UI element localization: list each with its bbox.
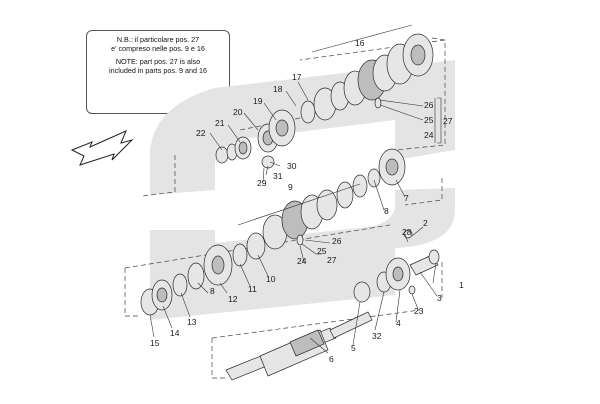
label-17: 17 bbox=[292, 72, 302, 82]
note-english-line-2: included in parts pos. 9 and 16 bbox=[109, 65, 207, 75]
label-19: 19 bbox=[253, 96, 263, 106]
lower-gear-assembly bbox=[140, 244, 233, 316]
label-28: 28 bbox=[402, 227, 412, 237]
label-9: 9 bbox=[288, 182, 293, 192]
label-8-middle: 8 bbox=[384, 206, 389, 216]
label-3: 3 bbox=[437, 293, 442, 303]
label-30: 30 bbox=[287, 161, 297, 171]
label-12: 12 bbox=[228, 294, 238, 304]
label-25-upper: 25 bbox=[424, 115, 434, 125]
leader-lines bbox=[149, 24, 442, 354]
main-shaft bbox=[225, 249, 440, 381]
upper-gear-assembly bbox=[215, 33, 434, 169]
alignment-lines bbox=[124, 37, 446, 379]
note-english-line-1: NOTE: part pos. 27 is also bbox=[115, 57, 201, 67]
label-26-middle: 26 bbox=[332, 236, 342, 246]
label-13: 13 bbox=[187, 317, 197, 327]
label-27-upper: 27 bbox=[443, 116, 453, 126]
note-italian-line-2: e' compreso nelle pos. 9 e 16 bbox=[111, 43, 205, 53]
part-labels: 16 17 18 19 20 21 22 26 25 24 27 30 31 2… bbox=[150, 38, 464, 364]
label-21: 21 bbox=[215, 118, 225, 128]
middle-gear-assembly bbox=[232, 148, 413, 267]
label-14: 14 bbox=[170, 328, 180, 338]
label-11: 11 bbox=[248, 284, 257, 294]
label-23: 23 bbox=[414, 306, 424, 316]
label-10: 10 bbox=[266, 274, 276, 284]
label-24-upper: 24 bbox=[424, 130, 434, 140]
label-15: 15 bbox=[150, 338, 160, 348]
label-31: 31 bbox=[273, 171, 283, 181]
label-25-middle: 25 bbox=[317, 246, 327, 256]
label-7: 7 bbox=[404, 193, 409, 203]
label-24-middle: 24 bbox=[297, 256, 307, 266]
direction-arrow bbox=[70, 130, 134, 166]
label-20: 20 bbox=[233, 107, 243, 117]
note-box: N.B.: il particolare pos. 27 e' compreso… bbox=[86, 30, 230, 114]
label-22: 22 bbox=[196, 128, 206, 138]
label-32: 32 bbox=[372, 331, 382, 341]
label-26-upper: 26 bbox=[424, 100, 434, 110]
label-18: 18 bbox=[273, 84, 283, 94]
label-4: 4 bbox=[396, 318, 401, 328]
label-8-lower: 8 bbox=[210, 286, 215, 296]
label-2: 2 bbox=[423, 218, 428, 228]
label-29: 29 bbox=[257, 178, 267, 188]
label-27-middle: 27 bbox=[327, 255, 337, 265]
label-1: 1 bbox=[459, 280, 464, 290]
label-6: 6 bbox=[329, 354, 334, 364]
label-16: 16 bbox=[355, 38, 365, 48]
note-italian-line-1: N.B.: il particolare pos. 27 bbox=[116, 35, 200, 44]
label-5: 5 bbox=[351, 343, 356, 353]
